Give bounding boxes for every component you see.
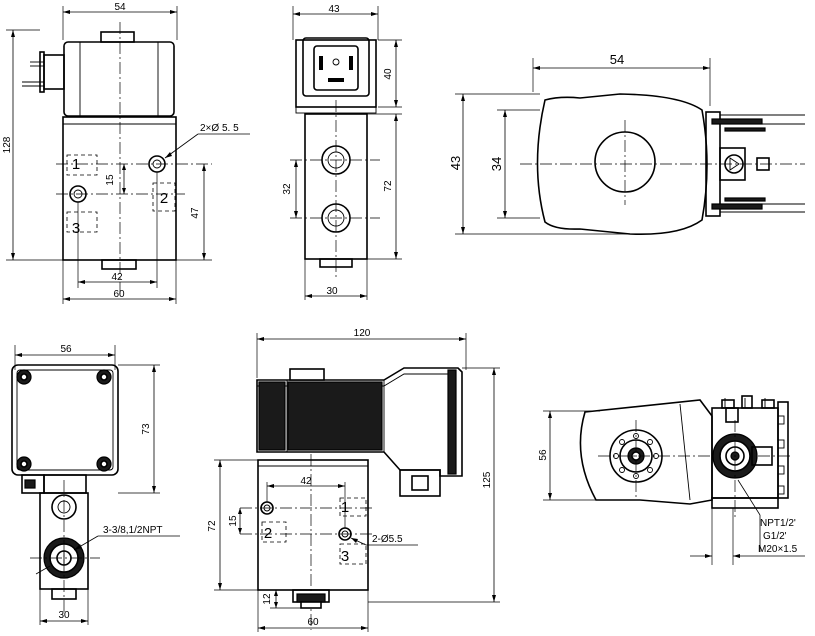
- ep-front-mount-holes-label: 2-Ø5.5: [372, 534, 403, 545]
- ep-top-height-label: 73: [141, 423, 152, 435]
- ep-top-width-label: 56: [60, 344, 72, 355]
- ep-front-port-spacing-label: 42: [300, 476, 312, 487]
- ep-front-hole-pitch-label: 15: [228, 515, 239, 527]
- ep-front-port-2: 2: [264, 525, 272, 542]
- side-coil-height-label: 40: [383, 68, 394, 80]
- ep-side-thread-g-label: G1/2': [763, 531, 787, 542]
- side-view: 43 40 72: [282, 4, 402, 300]
- front-hole-height-label: 47: [190, 207, 201, 219]
- top-view: 54 43 34: [448, 52, 805, 236]
- explosion-proof-side-view: 56: [538, 395, 805, 565]
- side-connector-width-label: 43: [328, 4, 340, 15]
- side-port-pitch-label: 32: [282, 183, 293, 195]
- front-port-3: 3: [72, 220, 80, 237]
- side-body-height-label: 72: [383, 180, 394, 192]
- top-coil-width-label: 43: [448, 156, 463, 170]
- front-view: 54 1 2 3: [2, 2, 250, 304]
- ep-front-base-height-label: 12: [262, 593, 273, 605]
- side-body-depth-label: 30: [326, 286, 338, 297]
- ep-front-body-width-label: 60: [307, 617, 319, 628]
- ep-side-width-label: 56: [538, 449, 549, 461]
- front-body-width-label: 60: [113, 289, 125, 300]
- front-hole-pitch-label: 15: [105, 174, 116, 186]
- front-mount-holes-label: 2×Ø 5. 5: [200, 123, 239, 134]
- ep-front-body-height-label: 72: [207, 520, 218, 532]
- front-width-top-label: 54: [114, 2, 126, 13]
- explosion-proof-front-view: 120 1 2 3: [207, 328, 500, 632]
- top-coil-length-label: 54: [610, 52, 624, 67]
- ep-side-thread-m-label: M20×1.5: [758, 544, 798, 555]
- ep-front-port-3: 3: [341, 548, 349, 565]
- front-port-spacing-label: 42: [111, 272, 123, 283]
- ep-top-base-depth-label: 30: [58, 610, 70, 621]
- ep-top-port-spec-label: 3-3/8,1/2NPT: [103, 525, 162, 536]
- ep-side-thread-npt-label: NPT1/2': [760, 518, 796, 529]
- front-height-total-label: 128: [2, 136, 13, 153]
- top-inner-width-label: 34: [489, 157, 504, 171]
- ep-front-height-label: 125: [482, 471, 493, 488]
- front-port-2: 2: [160, 190, 168, 207]
- front-port-1: 1: [72, 156, 80, 173]
- ep-front-length-label: 120: [354, 328, 371, 339]
- explosion-proof-top-view: 56 73 3: [11, 344, 180, 625]
